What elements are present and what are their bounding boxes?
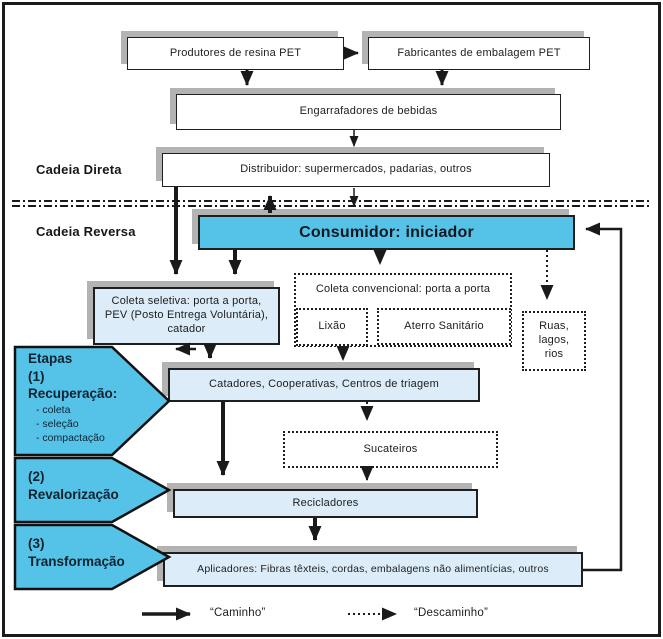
- stage-1-item-compactacao: - compactação: [36, 431, 105, 444]
- box-ruas-lagos-rios: Ruas, lagos, rios: [522, 311, 586, 371]
- box-aterro-sanitario: Aterro Sanitário: [377, 308, 511, 345]
- legend-descaminho-label: “Descaminho”: [414, 607, 488, 619]
- stage-3-name: Transformação: [28, 553, 125, 569]
- box-produtores: Produtores de resina PET: [127, 37, 344, 70]
- chain-separator-line-top: [12, 200, 651, 202]
- label-cadeia-direta: Cadeia Direta: [36, 162, 122, 177]
- box-fabricantes: Fabricantes de embalagem PET: [368, 37, 590, 70]
- box-engarrafadores: Engarrafadores de bebidas: [176, 94, 561, 130]
- box-recicladores: Recicladores: [173, 489, 478, 518]
- box-lixao: Lixão: [296, 308, 368, 346]
- stage-1-item-selecao: - seleção: [36, 417, 79, 430]
- stage-title: Etapas: [28, 351, 73, 366]
- label-cadeia-reversa: Cadeia Reversa: [36, 224, 136, 239]
- legend-caminho-label: “Caminho”: [210, 607, 266, 619]
- stage-1-item-coleta: - coleta: [36, 403, 71, 416]
- stage-2-text: (2) Revalorização: [28, 468, 160, 503]
- box-sucateiros: Sucateiros: [283, 431, 498, 468]
- stage-3-number: (3): [28, 536, 45, 551]
- stage-2-number: (2): [28, 469, 45, 484]
- chain-separator-line-bottom: [12, 205, 651, 207]
- stage-2-name: Revalorização: [28, 486, 119, 502]
- box-consumidor: Consumidor: iniciador: [198, 215, 575, 250]
- coleta-convencional-title: Coleta convencional: porta a porta: [315, 283, 491, 295]
- stage-1-number: (1): [28, 368, 45, 384]
- box-distribuidor: Distribuidor: supermercados, padarias, o…: [162, 153, 550, 187]
- stage-1-text: Etapas (1) Recuperação: - coleta - seleç…: [28, 350, 160, 445]
- box-aplicadores: Aplicadores: Fibras têxteis, cordas, emb…: [163, 552, 583, 587]
- stage-3-text: (3) Transformação: [28, 535, 160, 570]
- stage-1-name: Recuperação:: [28, 386, 118, 402]
- box-catadores: Catadores, Cooperativas, Centros de tria…: [168, 368, 480, 402]
- box-coleta-seletiva: Coleta seletiva: porta a porta, PEV (Pos…: [93, 287, 280, 345]
